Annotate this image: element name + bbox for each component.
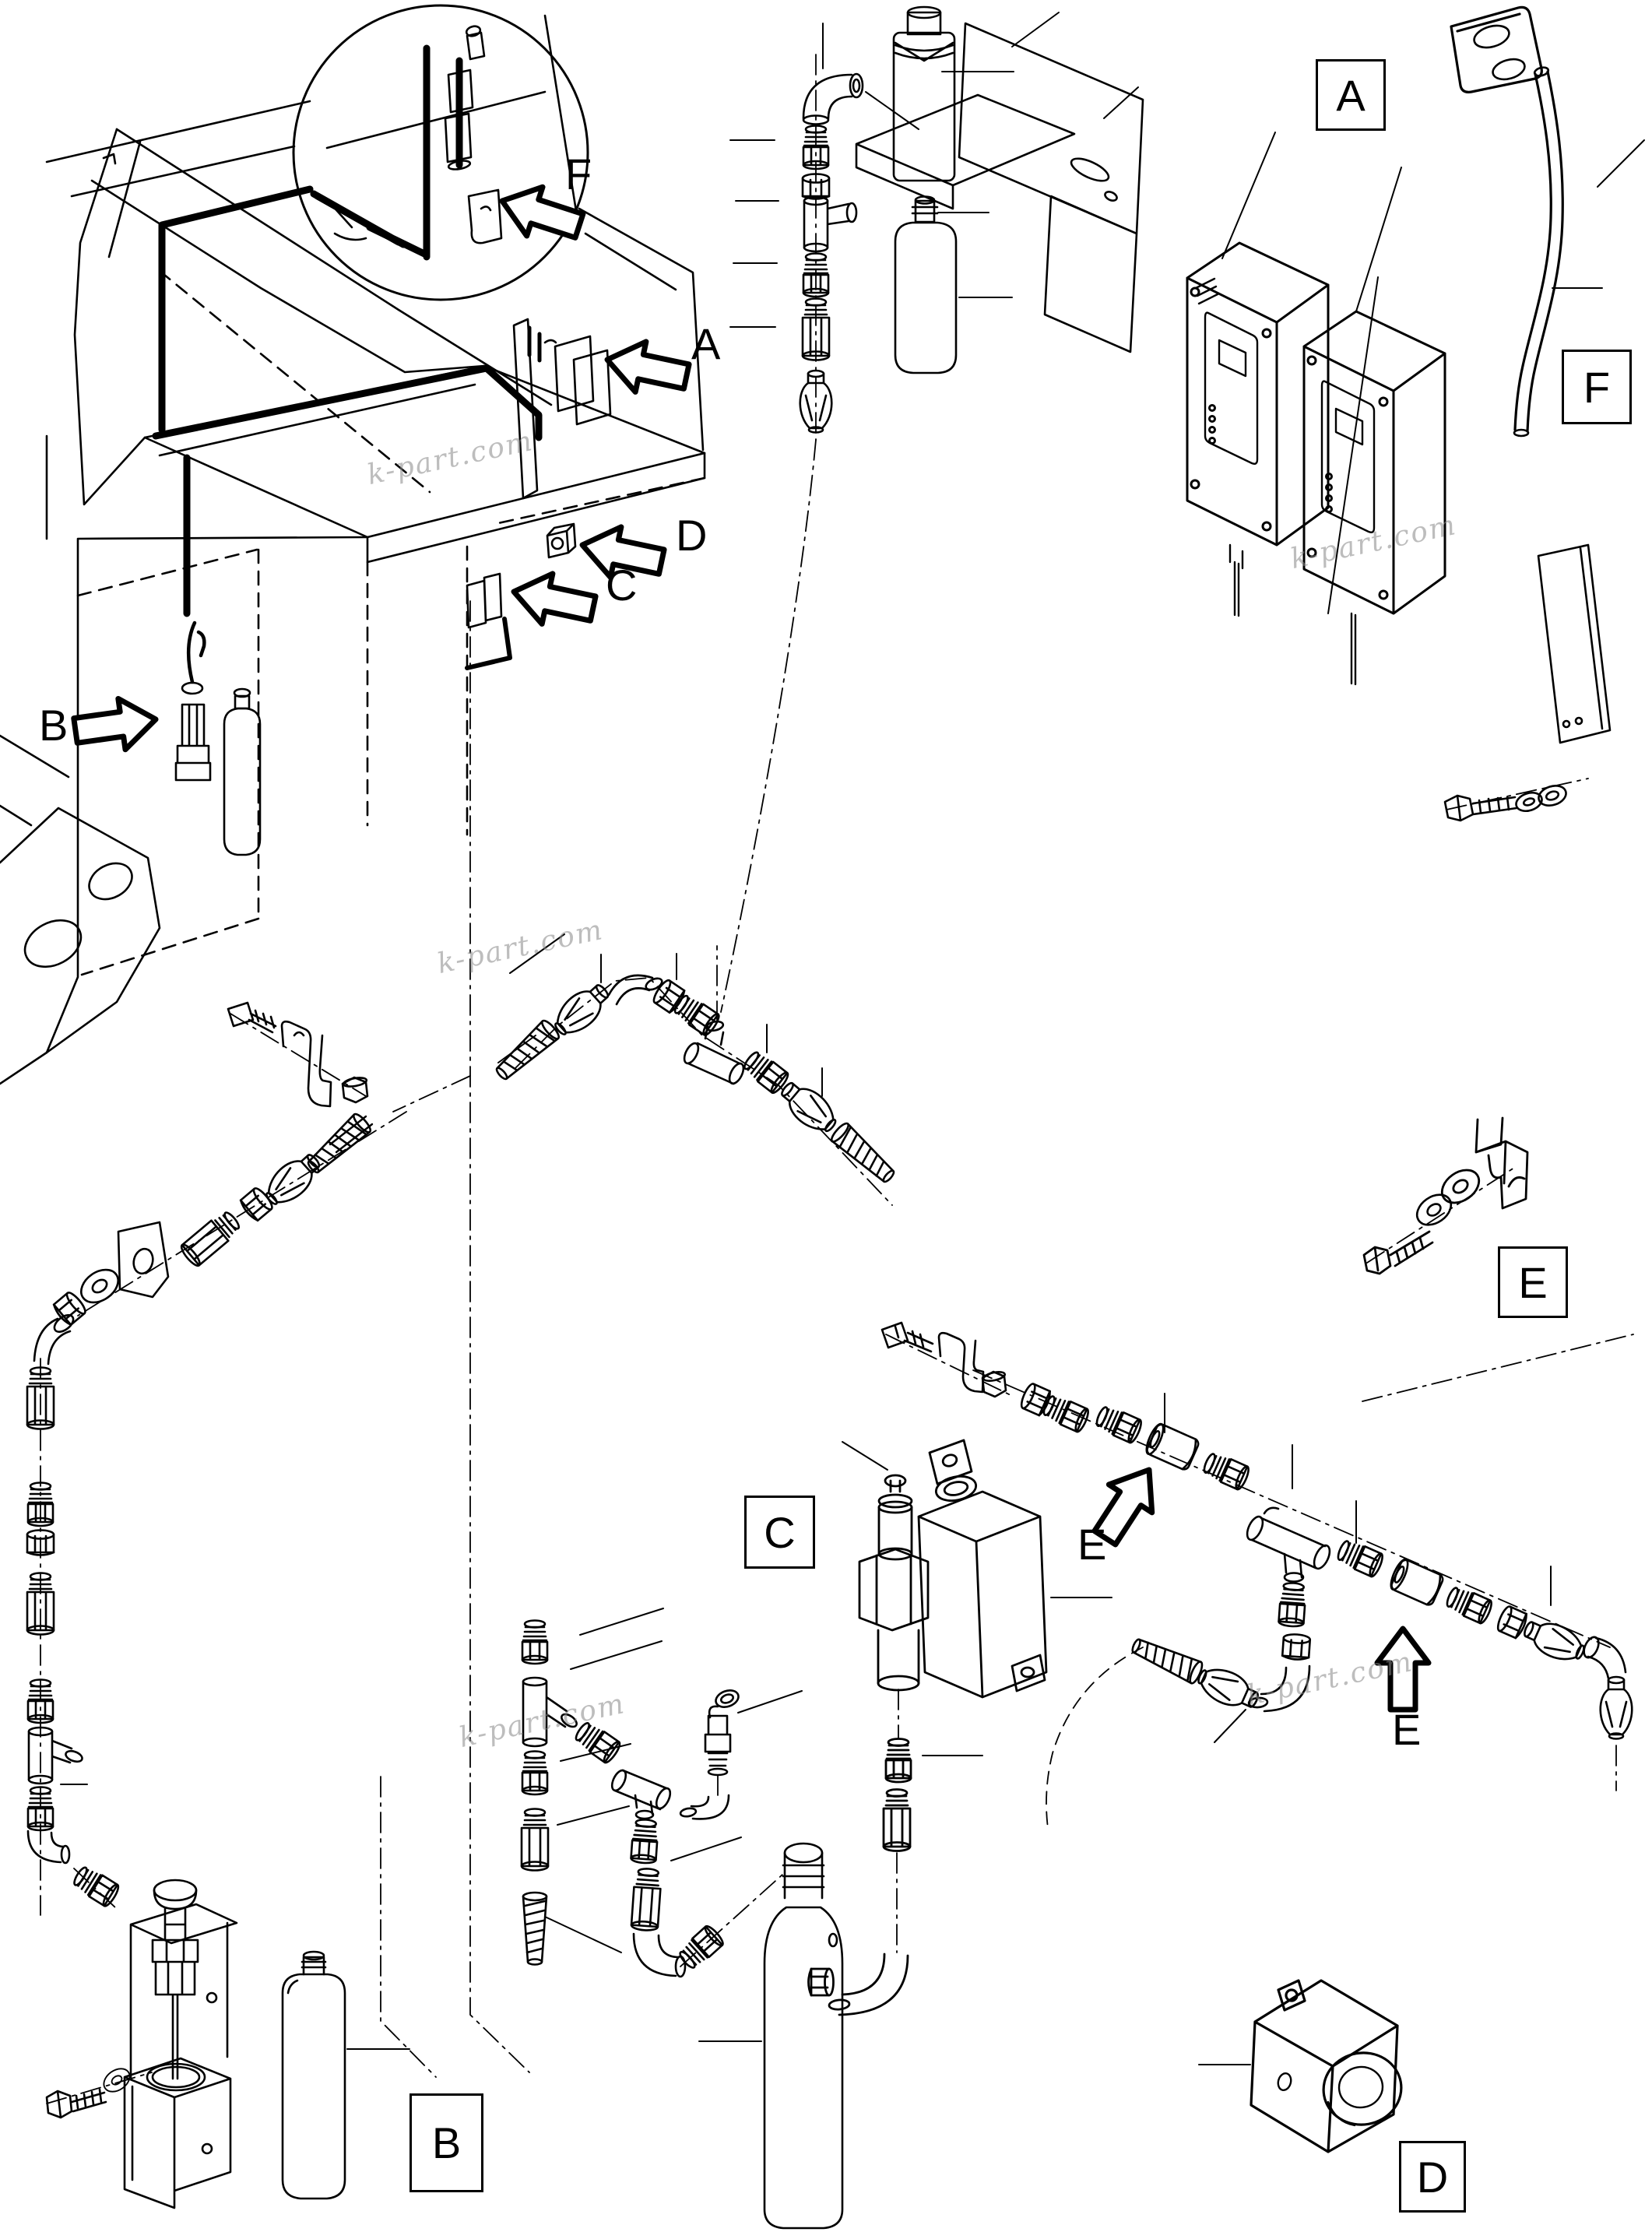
breather-unit-c bbox=[807, 1439, 1112, 2016]
bolt-washer-b bbox=[45, 2063, 153, 2119]
section-letter-c: C bbox=[764, 1507, 796, 1557]
grease-nipple-with-cap bbox=[679, 1689, 740, 1820]
callout-letter-f: F bbox=[565, 149, 592, 199]
bottle-b bbox=[281, 1950, 346, 2200]
cab-mounted-controllers bbox=[512, 318, 612, 500]
section-box-a: A bbox=[1316, 59, 1386, 131]
callout-letter-c: C bbox=[606, 561, 638, 610]
fitting-group-c bbox=[520, 1608, 844, 2230]
fitting-chain-left bbox=[33, 1001, 471, 1916]
callout-letter-e1: E bbox=[1077, 1520, 1107, 1569]
callout-letter-b: B bbox=[39, 701, 69, 750]
section-box-e: E bbox=[1498, 1246, 1568, 1318]
cab-mounted-buzzer bbox=[546, 522, 577, 559]
rod-and-bracket-f bbox=[1443, 5, 1645, 822]
cab-hidden-edges bbox=[76, 269, 706, 976]
buzzer-d bbox=[1198, 1979, 1403, 2153]
section-letter-e: E bbox=[1518, 1257, 1548, 1307]
grease-bottle-small bbox=[894, 195, 958, 374]
controller-2 bbox=[1302, 310, 1446, 686]
callout-letter-e2: E bbox=[1392, 1705, 1422, 1754]
mounting-plate-f bbox=[1537, 543, 1612, 744]
controller-boxes bbox=[1186, 132, 1446, 686]
section-box-f: F bbox=[1562, 350, 1632, 424]
grease-line-routing bbox=[152, 185, 543, 617]
grease-pump-assembly-a bbox=[855, 5, 1144, 374]
clamp-hardware-2 bbox=[880, 1321, 1011, 1398]
fitting-chain-middle bbox=[490, 933, 900, 1206]
bolt-washers-f bbox=[1443, 778, 1589, 822]
section-letter-f: F bbox=[1583, 362, 1611, 412]
hand-pump-b bbox=[123, 1879, 238, 2209]
cab-pump-and-bottle bbox=[174, 620, 262, 856]
section-box-c: C bbox=[744, 1496, 815, 1569]
section-letter-b: B bbox=[431, 2118, 462, 2167]
fitting-chain-e bbox=[880, 1321, 1634, 1829]
fitting-chain-top bbox=[720, 23, 919, 1013]
section-box-d: D bbox=[1399, 2141, 1466, 2213]
clamp-hardware-left bbox=[227, 1001, 369, 1108]
callout-letter-a: A bbox=[691, 319, 721, 368]
arrow-b-icon bbox=[72, 694, 159, 756]
clamp-hardware-e bbox=[1362, 1116, 1529, 1275]
callout-letter-d: D bbox=[676, 511, 708, 560]
section-letter-d: D bbox=[1416, 2152, 1449, 2202]
detail-circle-f bbox=[292, 4, 589, 301]
spray-bottle-large bbox=[763, 1842, 844, 2230]
section-box-b: B bbox=[409, 2093, 483, 2192]
injector-detail bbox=[314, 25, 503, 261]
fitting-chain-lower-left bbox=[26, 600, 530, 2209]
section-letter-a: A bbox=[1336, 70, 1366, 120]
callout-arrows bbox=[72, 177, 1429, 1710]
e-chain-branch bbox=[1046, 1581, 1312, 1829]
cab-mounted-valve bbox=[465, 572, 512, 670]
arrow-a-icon bbox=[602, 335, 691, 402]
arrow-c-icon bbox=[508, 567, 598, 634]
